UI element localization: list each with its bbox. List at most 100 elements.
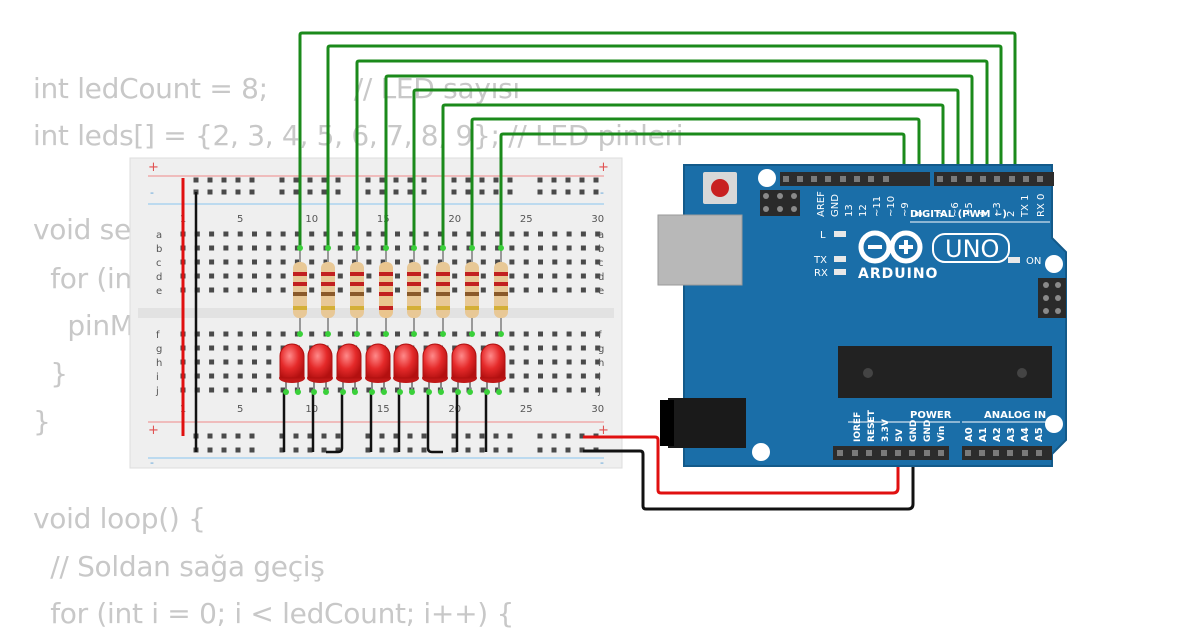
breadboard-hole [566,387,572,393]
breadboard-hole [495,331,501,337]
breadboard-hole [538,387,543,393]
breadboard-hole [280,273,286,279]
breadboard-hole [337,287,343,293]
row-letter: b [156,244,162,255]
rail-hole [221,447,227,453]
reset-button-cap [711,179,729,197]
plus-sign: + [598,423,609,438]
breadboard-hole [552,231,558,237]
breadboard-hole [452,245,458,251]
rail-hole [279,189,285,195]
power-pin-label: Vin [937,426,947,442]
column-number: 20 [448,214,461,225]
rail-hole [551,433,557,439]
header-pin [994,176,1000,182]
breadboard-hole [423,231,429,237]
breadboard-hole [566,231,572,237]
rail-hole [293,177,299,183]
breadboard-hole [523,259,529,265]
rail-hole [307,447,313,453]
breadboard-hole [538,259,543,265]
breadboard-hole [395,287,400,293]
row-letter: h [156,358,162,369]
column-number: 20 [448,404,461,415]
uno-text: UNO [945,235,999,263]
breadboard-hole [538,245,543,251]
breadboard-hole [280,259,286,265]
rail-hole [479,189,485,195]
breadboard-hole [509,231,515,237]
rail-hole [335,433,341,439]
leds [279,343,506,395]
breadboard-hole [409,231,415,237]
power-jack [668,398,746,448]
breadboard-hole [266,231,272,237]
minus-sign: - [150,186,154,199]
rail-hole [565,189,571,195]
rail-hole [421,189,427,195]
rail-hole [407,177,413,183]
breadboard-hole [223,331,229,337]
breadboard-hole [452,331,458,337]
led-rx-indicator [834,269,846,275]
breadboard-hole [395,231,400,237]
rail-hole [537,189,543,195]
breadboard-hole [237,287,243,293]
rail-hole [221,177,227,183]
row-letter: c [598,258,604,269]
breadboard-hole [552,287,558,293]
breadboard-hole [337,273,343,279]
digital-pin-label: TX 1 [1020,195,1031,219]
wires [181,31,1017,511]
breadboard-hole [194,345,200,351]
gnd-wire [583,449,915,511]
breadboard-hole [423,331,429,337]
led-signal-wire [499,132,906,248]
breadboard-hole [209,245,215,251]
power-pin-label: 3.3V [881,419,891,442]
led-rx-label: RX [814,268,828,279]
breadboard-hole [523,245,529,251]
breadboard-hole [237,331,243,337]
header-pin [868,176,874,182]
digital-pin-label: 4 [978,211,989,217]
breadboard-hole [580,345,586,351]
breadboard-hole [595,359,601,365]
minus-sign: - [150,456,154,469]
breadboard-hole [580,387,586,393]
rail-hole [507,447,513,453]
rail-hole [193,177,199,183]
rail-hole [579,177,585,183]
column-number: 25 [520,404,533,415]
breadboard-hole [552,345,558,351]
breadboard-hole [237,387,243,393]
rail-hole [579,433,585,439]
breadboard-hole [366,287,372,293]
red-led [307,343,333,395]
breadboard-hole [580,331,586,337]
rail-hole [335,447,341,453]
led-l-label: L [820,230,826,241]
breadboard-hole [252,231,257,237]
breadboard-hole [280,287,286,293]
red-led [279,343,305,395]
breadboard-hole [252,331,257,337]
breadboard-hole [423,387,429,393]
breadboard-hole [523,287,529,293]
breadboard-hole [595,231,601,237]
header-pin [965,450,971,456]
breadboard-hole [566,259,572,265]
5v-power-wire [583,435,900,495]
resistor [436,245,450,337]
breadboard-hole [266,345,272,351]
breadboard-hole [223,273,229,279]
row-letter: j [597,386,601,397]
breadboard-hole [380,231,386,237]
breadboard-hole [194,359,200,365]
rail-hole [235,433,241,439]
breadboard-hole [480,345,486,351]
breadboard-hole [380,259,386,265]
breadboard-hole [509,359,515,365]
rail-hole [465,433,471,439]
